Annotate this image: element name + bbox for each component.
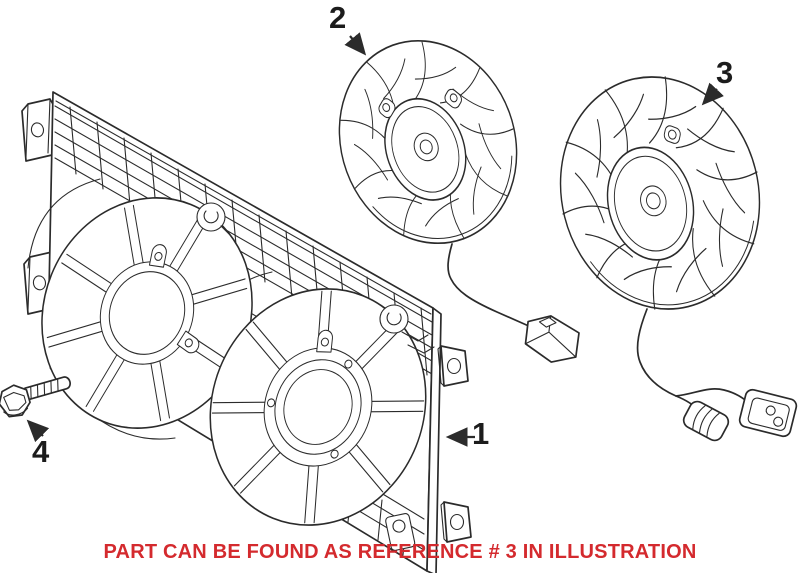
shroud-right-tab-top xyxy=(437,345,469,387)
shroud-right-tab-bottom xyxy=(440,501,472,543)
fan-shroud-part-1 xyxy=(21,91,472,573)
cooling-fan-part-2 xyxy=(338,39,580,363)
fan3-boot-connector xyxy=(682,400,730,442)
callout-3: 3 xyxy=(716,55,734,90)
shroud-boss-right xyxy=(379,304,435,354)
callout-4: 4 xyxy=(32,434,50,469)
fan3-plug-connector xyxy=(738,388,798,438)
shroud-fan-opening-left xyxy=(41,197,253,429)
shroud-fan-opening-right xyxy=(209,288,427,526)
shroud-boss-bottom xyxy=(385,513,416,551)
fan2-connector xyxy=(524,315,580,363)
arrow-to-part-2 xyxy=(344,32,367,56)
fan2-wire xyxy=(447,243,532,328)
shroud-left-bracket-top xyxy=(21,98,55,162)
callout-1: 1 xyxy=(472,416,490,451)
bolt-part-4 xyxy=(0,376,71,418)
arrow-to-part-4 xyxy=(26,419,50,443)
fan3-wire-branch xyxy=(675,388,750,404)
shroud-boss-top xyxy=(196,202,230,235)
arrow-to-part-3 xyxy=(701,82,724,106)
fan3-wire xyxy=(636,308,700,412)
callout-2: 2 xyxy=(329,0,347,35)
reference-caption: PART CAN BE FOUND AS REFERENCE # 3 IN IL… xyxy=(103,541,697,563)
cooling-fan-part-3 xyxy=(559,76,798,442)
